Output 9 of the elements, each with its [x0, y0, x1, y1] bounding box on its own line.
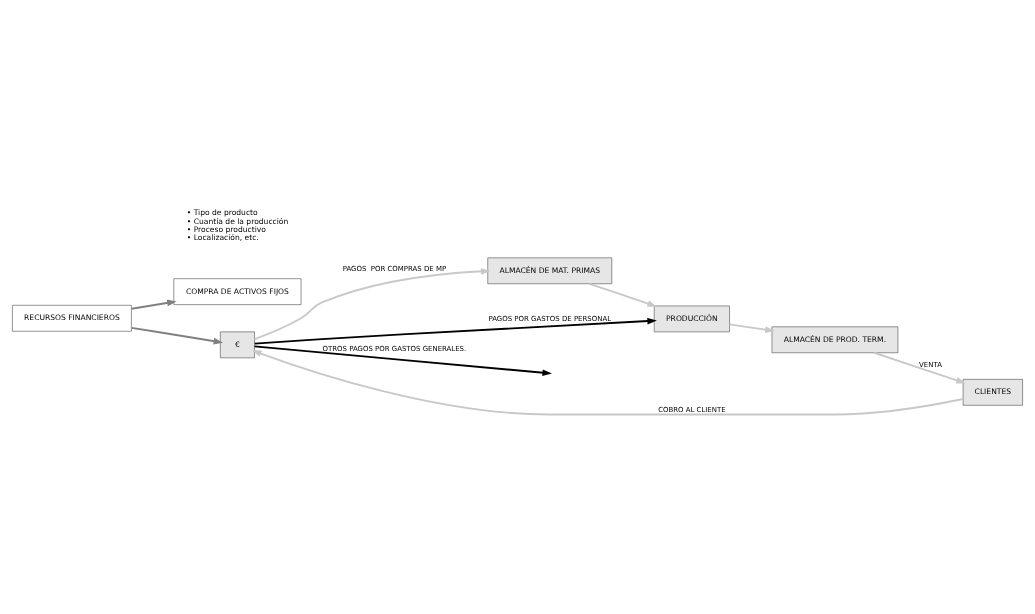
arrow — [253, 317, 657, 345]
arrow — [728, 322, 775, 333]
arrow — [251, 349, 964, 415]
arrow — [873, 351, 966, 384]
arrow — [588, 282, 657, 307]
arrow — [253, 267, 491, 340]
arrow — [130, 326, 224, 344]
arrow — [130, 299, 177, 310]
arrow — [253, 344, 552, 376]
